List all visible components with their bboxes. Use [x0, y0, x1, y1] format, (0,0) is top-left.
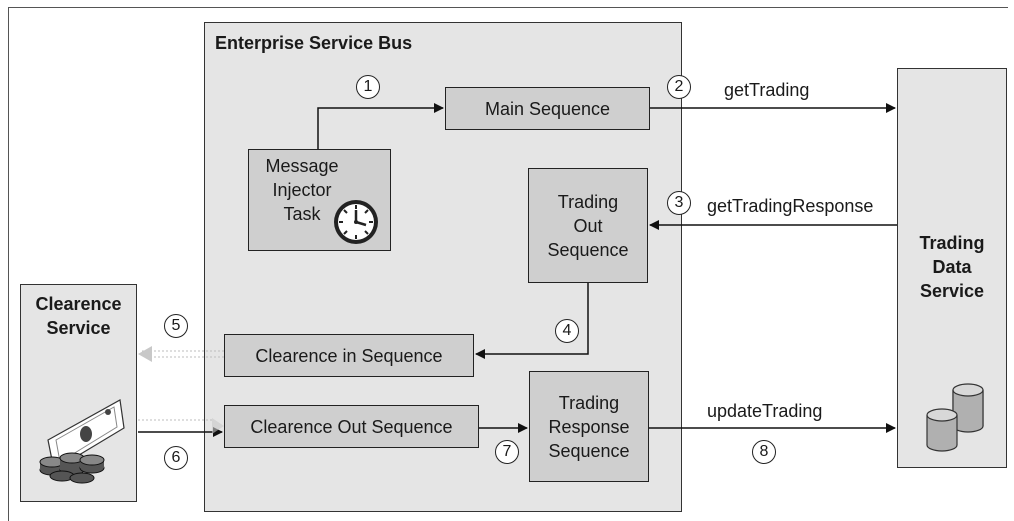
- money-icon: [39, 399, 125, 484]
- clock-icon: [334, 200, 378, 244]
- main-sequence-box: Main Sequence: [445, 87, 650, 130]
- clearence-out-sequence-box: Clearence Out Sequence: [224, 405, 479, 448]
- arrow-trading-out-to-clearence-in: [475, 283, 589, 359]
- message-injector-task-box: Message Injector Task: [248, 149, 391, 251]
- clearence-in-sequence-box: Clearence in Sequence: [224, 334, 474, 377]
- get-trading-label: getTrading: [724, 80, 810, 100]
- step-1: 1: [356, 75, 380, 99]
- message-injector-label: Message Injector Task: [265, 156, 339, 224]
- step-2: 2: [667, 75, 691, 99]
- step-3: 3: [667, 191, 691, 215]
- arrow-injector-to-main: [317, 103, 444, 149]
- clearence-service-label: Clearence Service: [35, 294, 122, 338]
- step-6: 6: [164, 446, 188, 470]
- update-trading-label: updateTrading: [707, 401, 823, 421]
- step-4: 4: [555, 319, 579, 343]
- database-icon: [926, 383, 984, 452]
- step-8: 8: [752, 440, 776, 464]
- trading-data-service-label: Trading Data Service: [919, 233, 985, 301]
- step-7: 7: [495, 440, 519, 464]
- esb-title: Enterprise Service Bus: [215, 33, 413, 53]
- get-trading-response-label: getTradingResponse: [707, 196, 874, 216]
- diagram-frame: [8, 7, 1008, 521]
- step-5: 5: [164, 314, 188, 338]
- trading-out-sequence-box: Trading Out Sequence: [528, 168, 648, 283]
- trading-response-sequence-box: Trading Response Sequence: [529, 371, 649, 482]
- trading-data-service-panel: Trading Data Service: [897, 68, 1007, 468]
